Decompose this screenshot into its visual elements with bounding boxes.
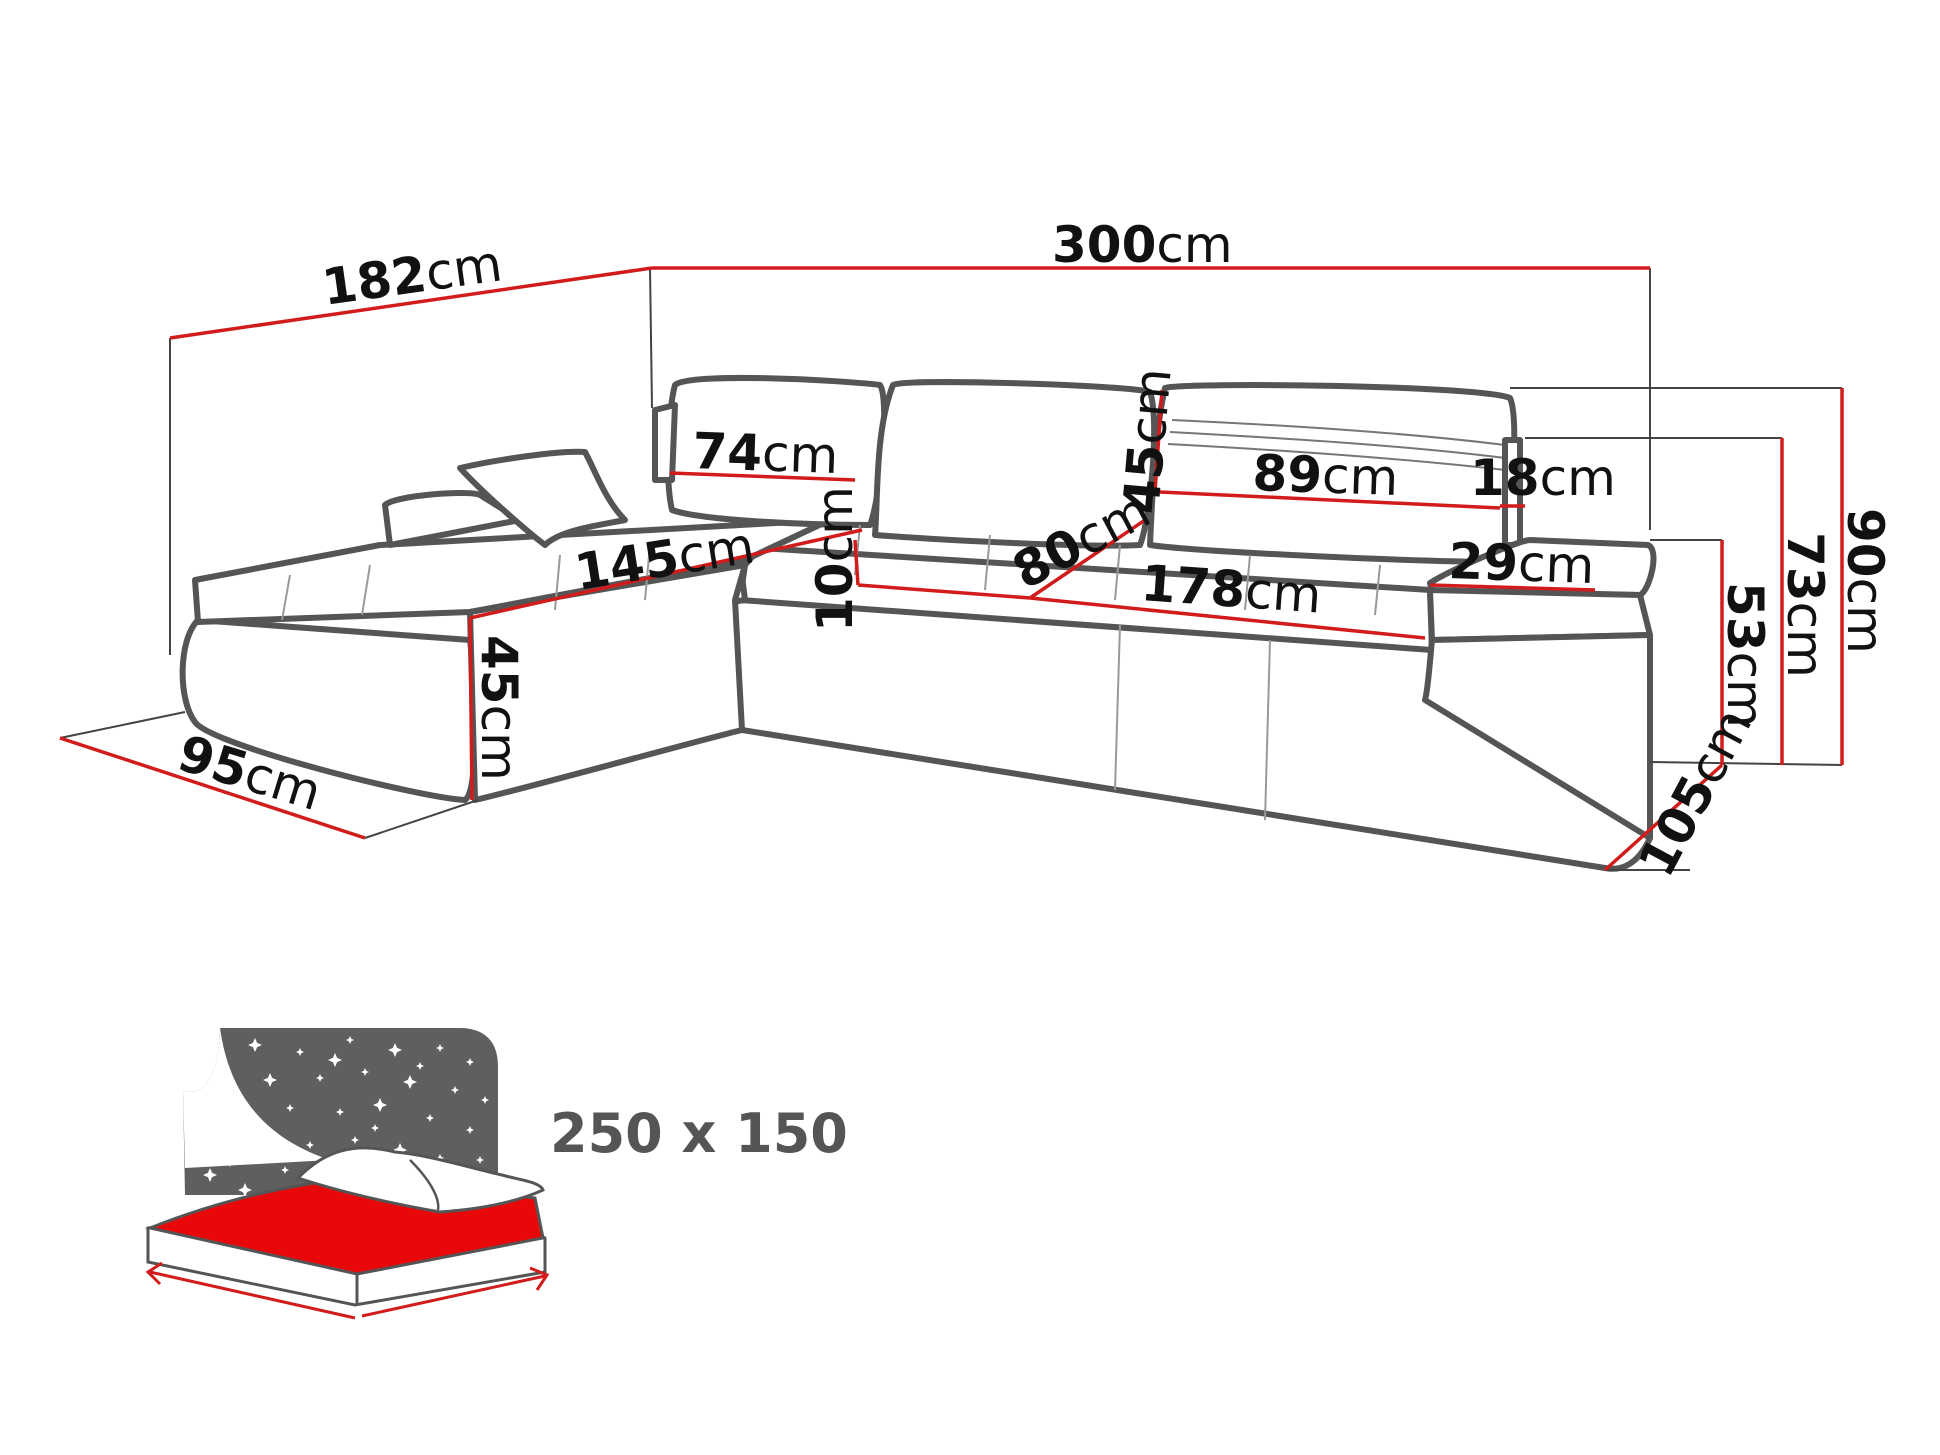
star [346,1036,354,1044]
dim-178cm: 178cm [1139,554,1323,624]
star [403,1075,417,1089]
star [371,1124,379,1132]
star [263,1073,277,1087]
dim-90cm: 90cm [1836,508,1894,654]
dim-18cm: 18cm [1470,449,1616,507]
star [451,1086,459,1094]
sofa-outline-icon [179,374,1657,872]
star [203,1168,217,1182]
star [336,1108,344,1116]
bed-function-icon: 250 x 150 [144,1028,848,1320]
dim-74cm: 74cm [692,422,840,485]
star [388,1043,402,1057]
star [191,1116,199,1124]
star [328,1053,342,1067]
dim-182cm: 182cm [319,234,506,317]
dim-45cm-back: 45cm [1112,366,1182,516]
dim-89cm: 89cm [1252,444,1400,507]
dim-29cm: 29cm [1448,532,1596,595]
dim-73cm: 73cm [1776,532,1834,678]
star [416,1062,424,1070]
star [476,1156,484,1164]
dim-10cm: 10cm [806,486,864,632]
star [306,1141,314,1149]
star [286,1104,294,1112]
star [466,1126,474,1134]
extension-lines [59,267,1843,871]
star [426,1114,434,1122]
star [436,1154,444,1162]
star [481,1096,489,1104]
star [281,1166,289,1174]
star [296,1048,304,1056]
star [238,1183,252,1197]
star [351,1136,359,1144]
star [361,1068,369,1076]
star [436,1044,444,1052]
star [316,1074,324,1082]
star [253,1133,267,1147]
measure-lines [59,266,1844,872]
stars-icon [191,1036,494,1197]
dim-53cm: 53cm [1716,582,1774,728]
dim-45cm-chaise: 45cm [470,635,528,781]
sleeping-area-label: 250 x 150 [550,1102,848,1165]
dim-300cm: 300cm [1052,216,1233,274]
star [373,1098,387,1112]
star [233,1103,247,1117]
star [466,1058,474,1066]
star [248,1038,262,1052]
star [223,1153,237,1167]
star [393,1143,407,1157]
